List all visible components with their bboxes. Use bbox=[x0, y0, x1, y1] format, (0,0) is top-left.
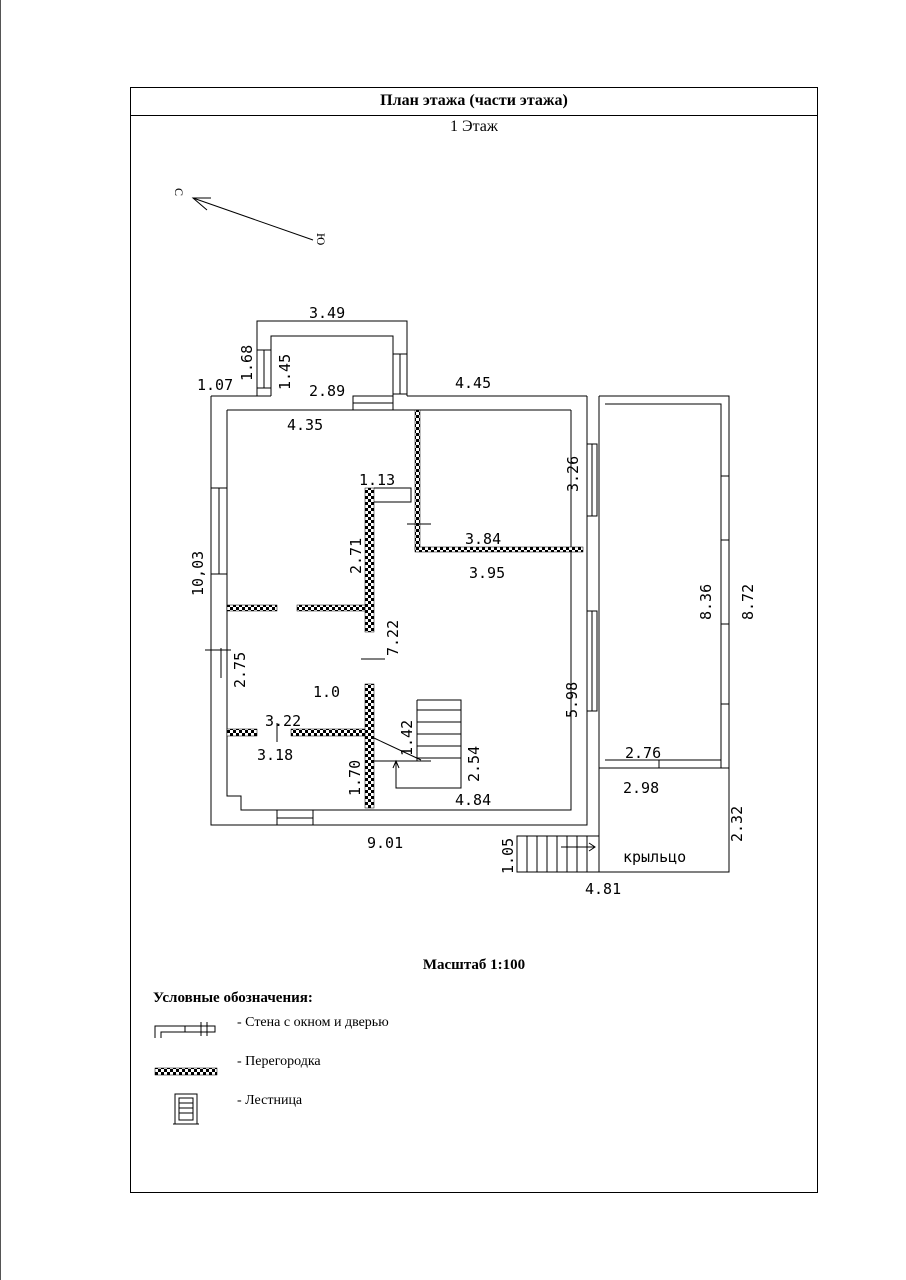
dim-bath-width: 3.22 bbox=[265, 712, 301, 730]
compass-arrow-icon: С Ю bbox=[172, 188, 328, 245]
partitions bbox=[226, 409, 584, 809]
dim-hall-height: 7.22 bbox=[384, 620, 402, 656]
wall-with-window-door-icon bbox=[154, 1022, 216, 1038]
page-edge-line bbox=[0, 0, 1, 1280]
legend-title: Условные обозначения: bbox=[153, 990, 313, 1006]
staircase-legend-icon bbox=[173, 1093, 199, 1125]
dim-stair-length: 2.54 bbox=[465, 746, 483, 782]
dim-right-room-height: 3.26 bbox=[564, 456, 582, 492]
dim-left-height: 10,03 bbox=[189, 551, 207, 596]
dim-porch-left-height: 1.68 bbox=[238, 345, 256, 381]
dim-veranda-inner-height: 8.36 bbox=[697, 584, 715, 620]
floor-plan-sheet: План этажа (части этажа) 1 Этаж С Ю bbox=[130, 87, 818, 1193]
dim-total-width: 9.01 bbox=[367, 834, 403, 852]
veranda-walls bbox=[598, 395, 730, 769]
compass-north-label: С bbox=[172, 188, 186, 196]
dim-veranda-outer-height: 8.72 bbox=[739, 584, 757, 620]
dim-right-lower-height: 5.98 bbox=[563, 682, 581, 718]
dim-bath-inner-width: 3.18 bbox=[257, 746, 293, 764]
dim-corridor-gap: 1.13 bbox=[359, 471, 395, 489]
dim-porch-inner-width: 2.89 bbox=[309, 382, 345, 400]
dim-room-right-width: 3.95 bbox=[469, 564, 505, 582]
floor-plan-drawing: С Ю bbox=[154, 188, 757, 1125]
dim-porch-inner-height: 1.45 bbox=[276, 354, 294, 390]
dim-steps-height: 1.05 bbox=[499, 838, 517, 874]
porch-label: крыльцо bbox=[623, 848, 686, 866]
dim-stair-width: 1.42 bbox=[398, 720, 416, 756]
legend-item-partition: - Перегородка bbox=[237, 1054, 321, 1069]
lower-porch bbox=[516, 768, 730, 873]
dim-left-room-height: 2.75 bbox=[231, 652, 249, 688]
legend-item-staircase: - Лестница bbox=[237, 1093, 303, 1108]
page-title: План этажа (части этажа) bbox=[131, 88, 817, 116]
dim-door-width: 1.0 bbox=[313, 683, 340, 701]
staircase-icon bbox=[373, 699, 462, 789]
partition-icon bbox=[154, 1067, 218, 1076]
dim-porch-total-width: 4.81 bbox=[585, 880, 621, 898]
dim-porch-left-offset: 1.07 bbox=[197, 376, 233, 394]
dim-partition-height: 2.71 bbox=[347, 538, 365, 574]
dim-porch-height: 2.32 bbox=[728, 806, 746, 842]
legend-item-wall: - Стена с окном и дверью bbox=[237, 1015, 389, 1030]
dim-hall-bottom-width: 4.84 bbox=[455, 791, 491, 809]
dim-partition-width: 3.84 bbox=[465, 530, 501, 548]
dim-room-top-width: 4.35 bbox=[287, 416, 323, 434]
floor-label: 1 Этаж bbox=[450, 118, 498, 135]
windows bbox=[205, 349, 598, 826]
compass-south-label: Ю bbox=[314, 233, 328, 245]
dim-porch-top-width: 3.49 bbox=[309, 304, 345, 322]
dim-bath-height: 1.70 bbox=[346, 760, 364, 796]
dim-porch-width: 2.98 bbox=[623, 779, 659, 797]
scale-label: Масштаб 1:100 bbox=[422, 957, 526, 973]
dim-top-right-width: 4.45 bbox=[455, 374, 491, 392]
dim-veranda-bottom-width: 2.76 bbox=[625, 744, 661, 762]
